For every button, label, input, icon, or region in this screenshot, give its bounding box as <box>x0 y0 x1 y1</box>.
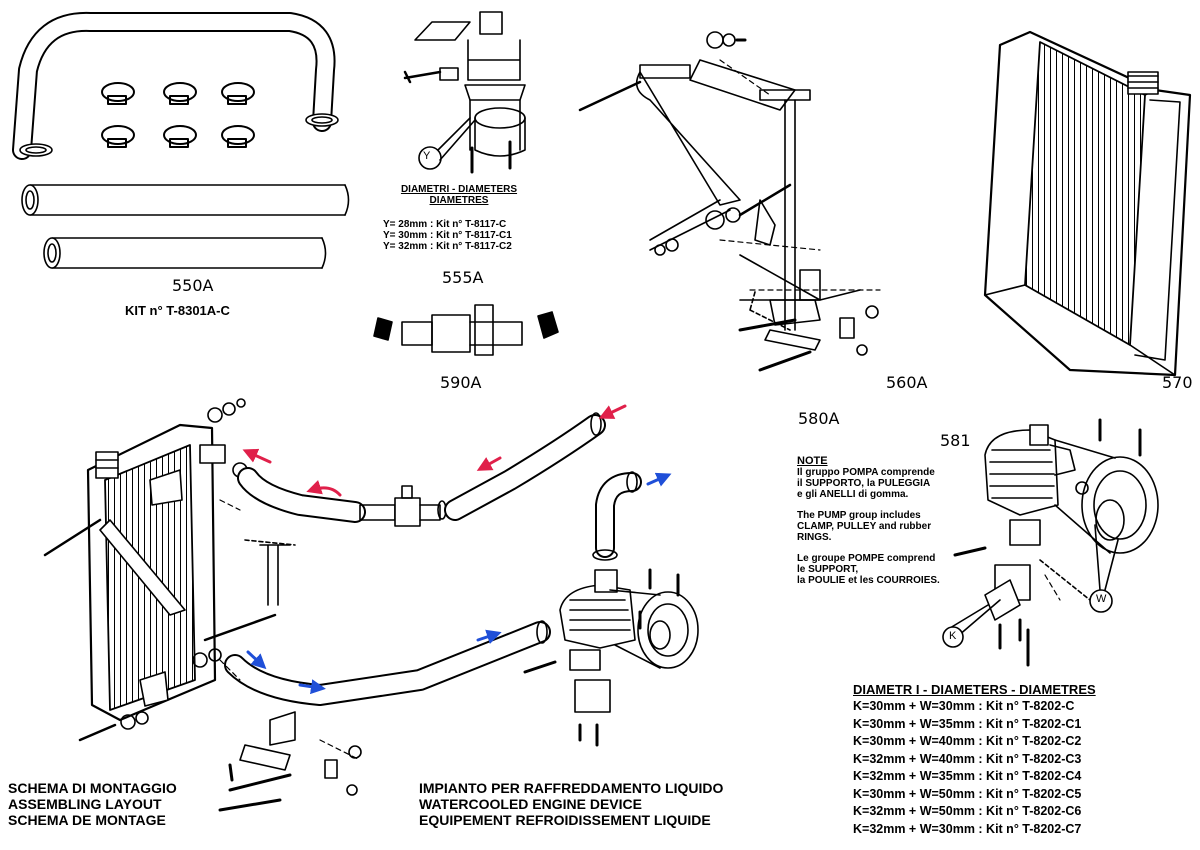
hose-top-left <box>237 467 366 523</box>
callout-y: Y <box>423 150 431 162</box>
device-title-fr: EQUIPEMENT REFROIDISSEMENT LIQUIDE <box>419 812 711 828</box>
diameters-581: DIAMETR I - DIAMETERS - DIAMETRES K=30mm… <box>853 681 1096 838</box>
part-label-550a: 550A <box>172 276 214 295</box>
callout-w-circle <box>1089 589 1113 613</box>
hose-bottom <box>224 620 551 706</box>
leader-w <box>1094 524 1119 591</box>
device-title-en: WATERCOOLED ENGINE DEVICE <box>419 796 642 812</box>
radiator-assembly <box>43 398 277 742</box>
layout-title-fr: SCHEMA DE MONTAGE <box>8 812 166 828</box>
bracket-555a <box>403 11 526 174</box>
sensor-590a <box>373 304 559 356</box>
stay-rod-assembly <box>218 539 362 812</box>
note-line: CLAMP, PULLEY and rubber <box>797 521 932 532</box>
hose-top-right <box>444 412 606 521</box>
diameters-555a-subtitle: DIAMETRES <box>429 195 489 206</box>
diameters-581-row: K=32mm + W=30mm : Kit n° T-8202-C7 <box>853 821 1082 836</box>
radiator-570 <box>983 30 1192 377</box>
layout-title-en: ASSEMBLING LAYOUT <box>8 796 162 812</box>
part-label-590a: 590A <box>440 373 482 392</box>
callout-k-circle <box>942 626 964 648</box>
diameters-581-row: K=32mm + W=40mm : Kit n° T-8202-C3 <box>853 751 1082 766</box>
diameters-581-row: K=30mm + W=30mm : Kit n° T-8202-C <box>853 699 1075 713</box>
pump-581 <box>953 418 1159 667</box>
note-line: RINGS. <box>797 532 832 543</box>
diameters-555a: DIAMETRI - DIAMETERS DIAMETRES <box>384 184 534 206</box>
pump-assembly <box>523 568 699 747</box>
note-line: il SUPPORTO, la PULEGGIA <box>797 478 931 489</box>
part-label-555a: 555A <box>442 268 484 287</box>
hose-kit-550a <box>12 11 350 269</box>
diameters-555a-row: Y= 28mm : Kit n° T-8117-C <box>383 219 507 230</box>
note-line: le SUPPORT, <box>797 564 859 575</box>
diameters-581-row: K=32mm + W=35mm : Kit n° T-8202-C4 <box>853 769 1082 783</box>
diameters-555a-row: Y= 32mm : Kit n° T-8117-C2 <box>383 241 512 252</box>
diameters-581-row: K=30mm + W=40mm : Kit n° T-8202-C2 <box>853 734 1082 748</box>
diameters-581-row: K=32mm + W=50mm : Kit n° T-8202-C6 <box>853 804 1082 818</box>
callout-k: K <box>949 630 957 642</box>
note-block: NOTE Il gruppo POMPA comprende il SUPPOR… <box>797 455 940 587</box>
assembly-guides <box>219 59 1061 761</box>
part-label-581: 581 <box>940 431 971 450</box>
stay-rod-560a <box>578 31 879 372</box>
part-label-580a: 580A <box>798 409 840 428</box>
note-spacer <box>797 543 940 553</box>
assembling-layout-title: SCHEMA DI MONTAGGIO ASSEMBLING LAYOUT SC… <box>8 780 177 828</box>
diameters-555a-row: Y= 30mm : Kit n° T-8117-C1 <box>383 230 512 241</box>
hose-pump-up <box>592 471 642 561</box>
leader-k <box>949 599 1001 637</box>
note-spacer <box>797 500 940 510</box>
note-line: The PUMP group includes <box>797 510 921 521</box>
kit-label-550a: KIT n° T-8301A-C <box>125 303 230 318</box>
callout-w: W <box>1096 593 1107 605</box>
part-label-570: 570 <box>1162 373 1193 392</box>
diameters-581-title: DIAMETR I - DIAMETERS - DIAMETRES <box>853 682 1096 697</box>
device-title-it: IMPIANTO PER RAFFREDDAMENTO LIQUIDO <box>419 780 724 796</box>
note-title: NOTE <box>797 455 828 467</box>
diameters-581-row: K=30mm + W=50mm : Kit n° T-8202-C5 <box>853 786 1082 801</box>
note-line: la POULIE et les COURROIES. <box>797 575 940 586</box>
note-line: e gli ANELLI di gomma. <box>797 489 909 500</box>
device-title: IMPIANTO PER RAFFREDDAMENTO LIQUIDO WATE… <box>419 780 723 828</box>
note-line: Le groupe POMPE comprend <box>797 553 936 564</box>
diameters-581-row: K=30mm + W=35mm : Kit n° T-8202-C1 <box>853 716 1082 731</box>
note-line: Il gruppo POMPA comprende <box>797 467 935 478</box>
layout-title-it: SCHEMA DI MONTAGGIO <box>8 780 177 796</box>
tee-sensor <box>359 485 447 527</box>
diameters-555a-rows: Y= 28mm : Kit n° T-8117-C Y= 30mm : Kit … <box>383 219 512 252</box>
part-label-560a: 560A <box>886 373 928 392</box>
diameters-555a-title: DIAMETRI - DIAMETERS <box>400 184 518 195</box>
flow-arrows <box>242 404 672 695</box>
